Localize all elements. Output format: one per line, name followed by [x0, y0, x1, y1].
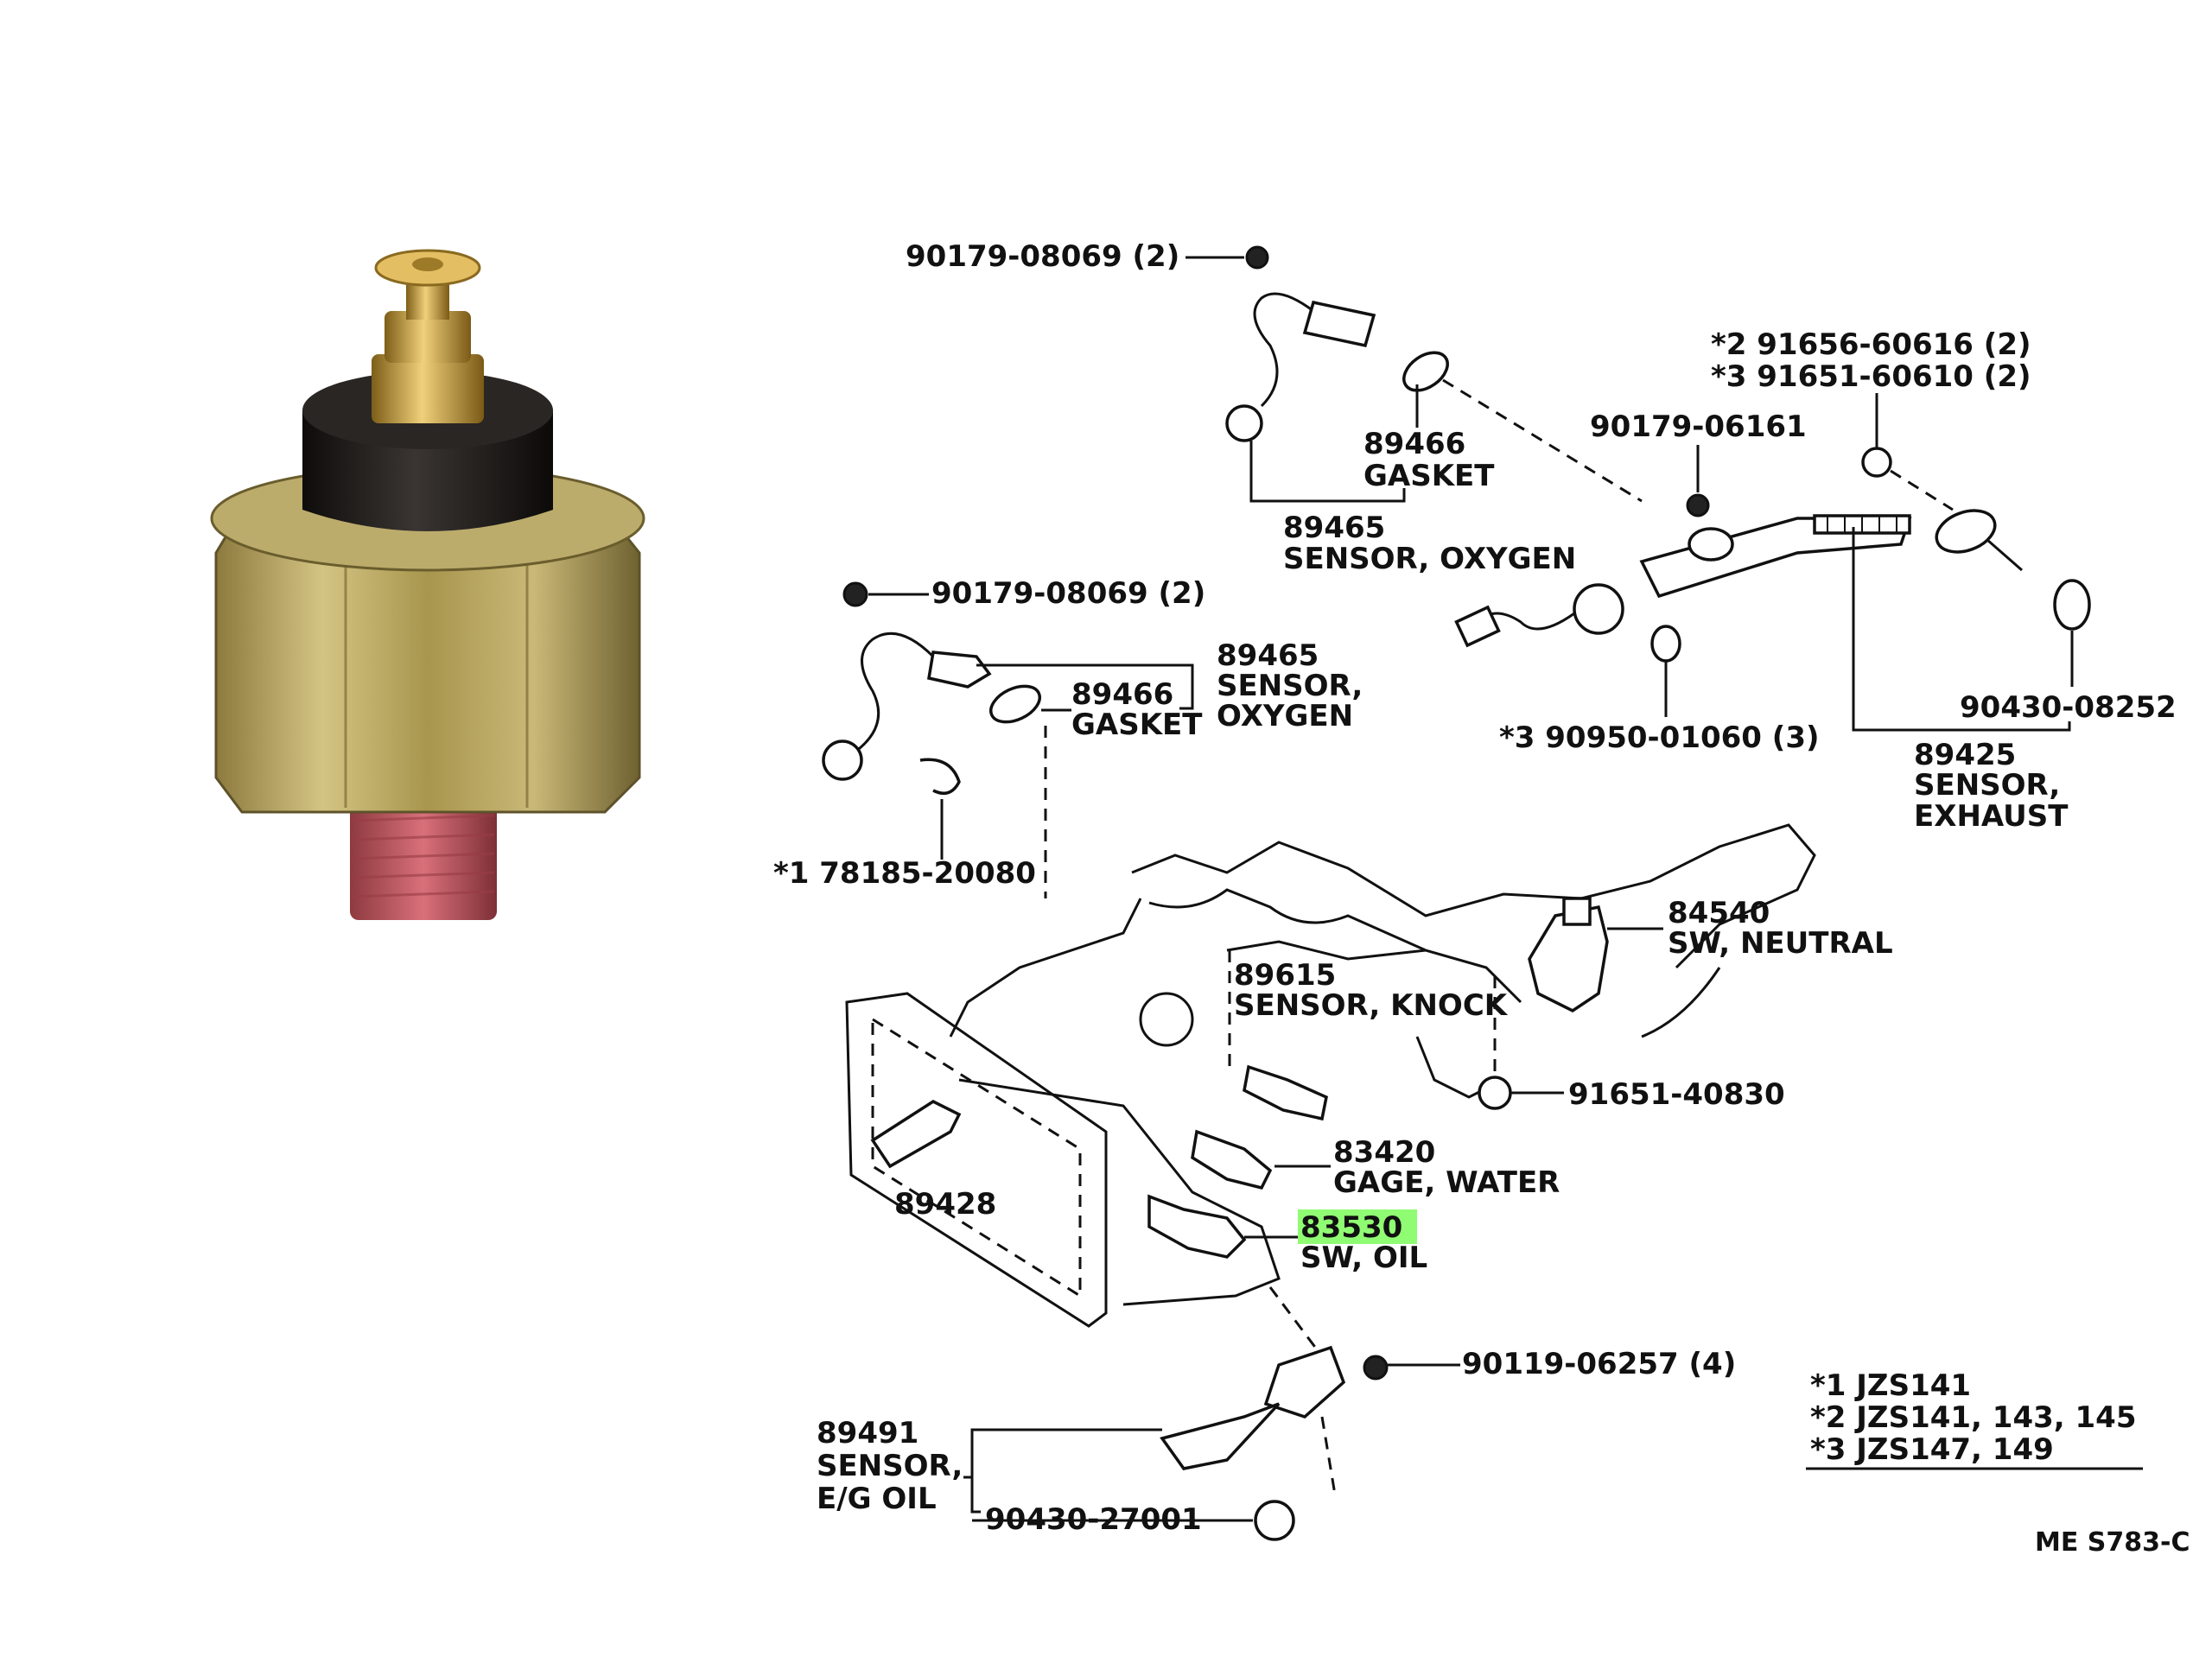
knock-sensor-icon — [1243, 1064, 1328, 1121]
oxygen-sensor-icon — [1302, 300, 1376, 348]
oil-pressure-switch-photo — [210, 249, 645, 920]
plug-icon — [1454, 605, 1501, 648]
label-83420-name: GAGE, WATER — [1333, 1165, 1560, 1200]
label-89466-top-name: GASKET — [1363, 459, 1495, 493]
oil-level-sensor-icon — [1263, 1345, 1346, 1419]
temp-sensor-icon — [870, 1099, 962, 1169]
nut-icon-2 — [1686, 493, 1710, 517]
exhaust-sensor-icon — [1639, 517, 1912, 599]
label-90430-08252: 90430-08252 — [1960, 690, 2177, 725]
neutral-switch-group: 84540 SW, NEUTRAL 91651-40830 — [1478, 896, 1893, 1112]
grommet-icon — [1573, 583, 1624, 635]
note-jzs141-143-145: *2 JZS141, 143, 145 — [1810, 1400, 2137, 1435]
sensor-thread — [350, 799, 497, 920]
note-jzs147-149: *3 JZS147, 149 — [1810, 1432, 2054, 1467]
nut-icon — [1245, 245, 1269, 270]
label-89466-top-num: 89466 — [1363, 427, 1465, 461]
retainer-icon — [919, 758, 961, 796]
oxygen-sensor-icon-2 — [927, 651, 992, 689]
top-oxygen-sensor-group: 90179-08069 (2) 89466 GASKET 89465 SENSO… — [906, 239, 1643, 576]
bolt-icon-3 — [1363, 1355, 1389, 1381]
label-89465-mid-name1: SENSOR, — [1217, 669, 1363, 703]
label-78185: *1 78185-20080 — [773, 856, 1036, 891]
label-89615-num: 89615 — [1234, 958, 1336, 993]
label-90119: 90119-06257 (4) — [1462, 1347, 1736, 1381]
label-84540-num: 84540 — [1668, 896, 1770, 930]
nut-icon-3 — [842, 581, 868, 607]
label-90430-27001: 90430-27001 — [985, 1502, 1202, 1537]
gasket-icon-3 — [989, 684, 1041, 724]
label-89425-name2: EXHAUST — [1914, 799, 2069, 834]
label-89466-mid-name: GASKET — [1071, 708, 1203, 742]
label-89466-mid-num: 89466 — [1071, 677, 1173, 712]
gasket-icon-2 — [2053, 579, 2091, 631]
engine-sensors-group: 89615 SENSOR, KNOCK 83420 GAGE, WATER 83… — [870, 950, 1560, 1275]
label-89491-name2: E/G OIL — [817, 1482, 937, 1516]
label-89465-top-name: SENSOR, OXYGEN — [1283, 542, 1576, 576]
bolt-icon — [1861, 447, 1892, 478]
oil-switch-icon — [1147, 1194, 1247, 1259]
label-89615-name: SENSOR, KNOCK — [1234, 988, 1509, 1023]
label-90950: *3 90950-01060 (3) — [1499, 720, 1820, 755]
water-gage-icon — [1191, 1129, 1273, 1190]
connector-icon — [1225, 404, 1263, 442]
label-91651-40830: 91651-40830 — [1568, 1077, 1785, 1112]
label-90179-06161: 90179-06161 — [1590, 409, 1807, 444]
clip-icon — [1650, 625, 1681, 663]
oring-icon — [1254, 1500, 1295, 1541]
connector-icon-2 — [822, 739, 863, 781]
label-84540-name: SW, NEUTRAL — [1668, 926, 1893, 961]
neutral-switch-icon — [1528, 904, 1609, 1013]
note-jzs141: *1 JZS141 — [1810, 1368, 1971, 1403]
reference-code: ME S783-C — [2035, 1527, 2190, 1558]
label-89428: 89428 — [894, 1187, 996, 1222]
highlight-83530 — [1298, 1209, 1417, 1244]
middle-oxygen-sensor-group: 90179-08069 (2) 89465 SENSOR, OXYGEN 894… — [773, 576, 1363, 898]
label-89425-name1: SENSOR, — [1914, 768, 2060, 803]
exhaust-sensor-group: *2 91656-60616 (2) *3 91651-60610 (2) 90… — [1454, 327, 2177, 834]
sensor-terminal — [372, 354, 484, 423]
label-83530-num: 83530 — [1300, 1210, 1402, 1245]
model-notes: *1 JZS141 *2 JZS141, 143, 145 *3 JZS147,… — [1806, 1368, 2143, 1470]
label-89491-name1: SENSOR, — [817, 1449, 963, 1483]
label-90179-08069-mid: 90179-08069 (2) — [931, 576, 1205, 611]
bolt-icon-2 — [1478, 1076, 1512, 1110]
label-83420-num: 83420 — [1333, 1135, 1435, 1170]
label-83530-name: SW, OIL — [1300, 1241, 1427, 1275]
label-90179-08069-top: 90179-08069 (2) — [906, 239, 1179, 274]
label-89491-num: 89491 — [817, 1416, 918, 1450]
label-91656: *2 91656-60616 (2) — [1711, 327, 2031, 362]
label-89465-top-num: 89465 — [1283, 511, 1385, 545]
gasket-icon — [1402, 351, 1449, 392]
oil-level-sensor-group: 90119-06257 (4) 89491 SENSOR, E/G OIL 90… — [817, 1286, 1736, 1541]
label-89465-mid-name2: OXYGEN — [1217, 699, 1353, 733]
label-89425-num: 89425 — [1914, 738, 2016, 772]
label-89465-mid-num: 89465 — [1217, 638, 1319, 673]
label-91651-60610: *3 91651-60610 (2) — [1711, 359, 2031, 394]
